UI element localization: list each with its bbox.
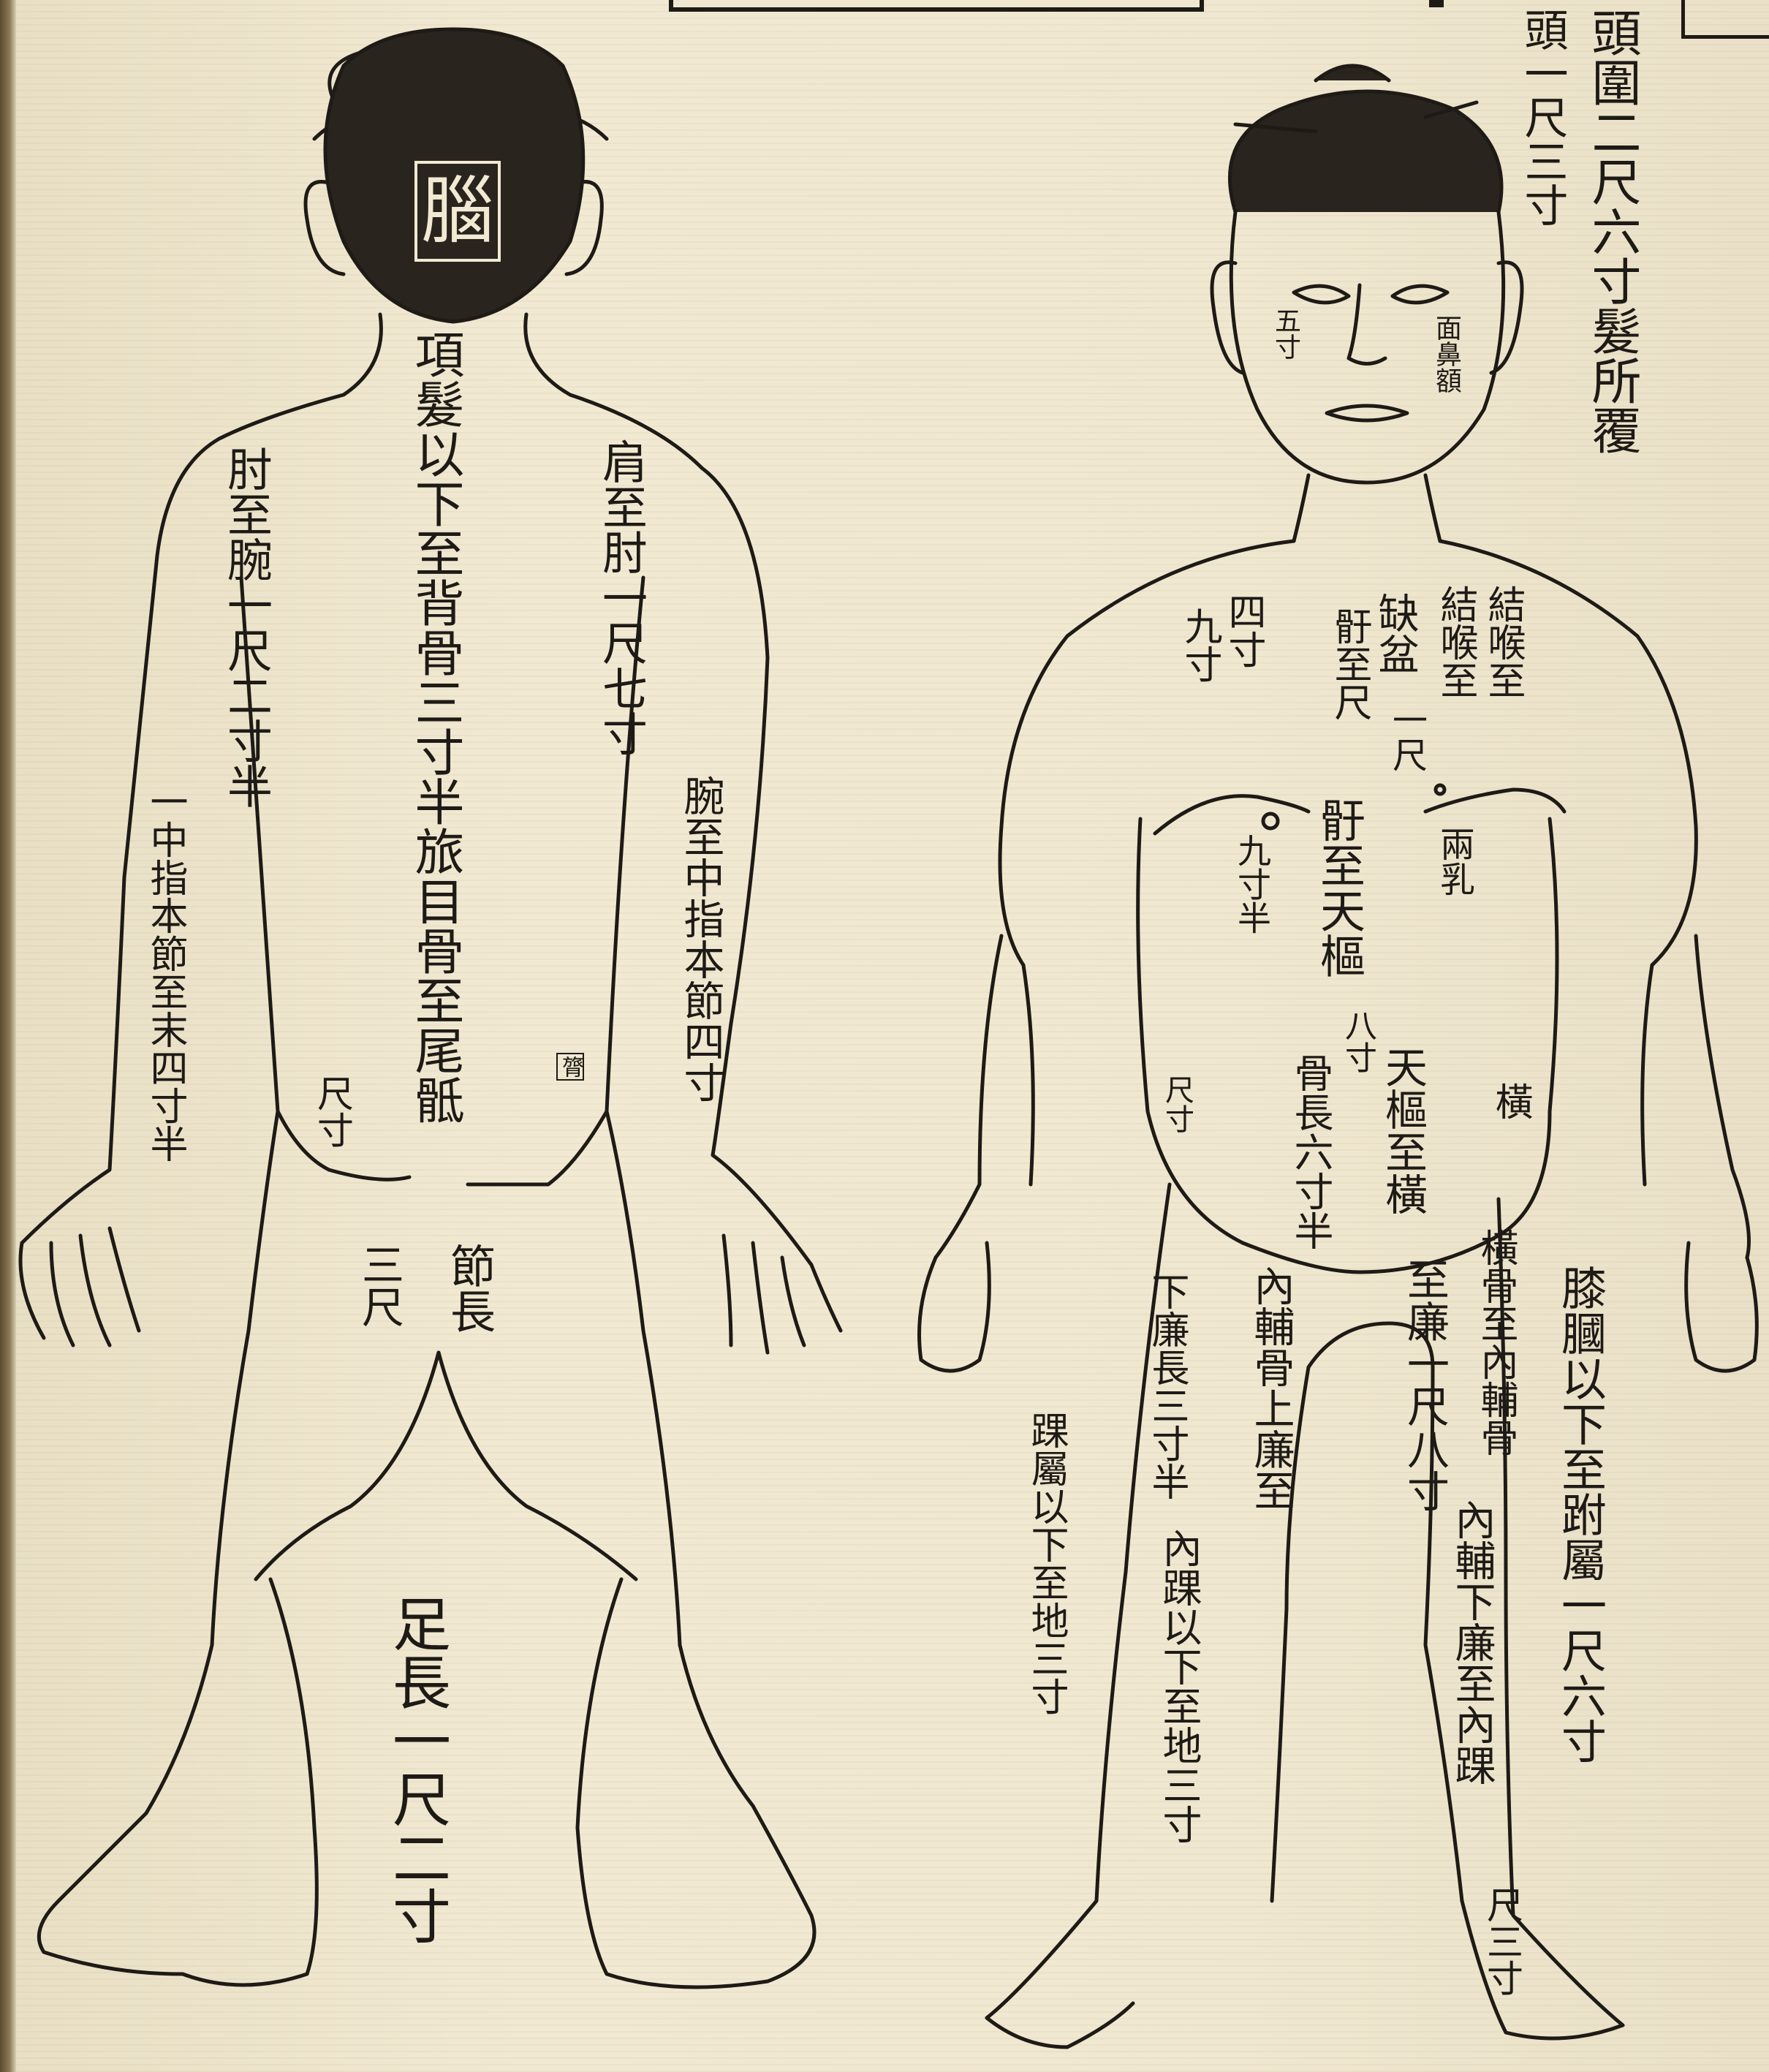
label-throat-1: 結喉至 [1484, 585, 1522, 699]
label-breast-width: 九寸半 [1235, 833, 1269, 934]
label-knee-to-ankle: 內輔下廉至內踝 [1451, 1499, 1492, 1785]
label-foot-left: 踝屬以下至地三寸 [1027, 1411, 1065, 1715]
label-shoulder-to-elbow: 肩至肘一尺七寸 [598, 439, 643, 756]
label-throat-2: 結喉至 [1436, 585, 1474, 699]
label-ankle-left: 內踝以下至地三寸 [1159, 1528, 1198, 1844]
back-side-seal: 膂 [556, 1053, 584, 1081]
label-pubic-to-knee: 橫骨至內輔骨 [1477, 1228, 1515, 1456]
label-back-side-text: 尺寸 [314, 1075, 351, 1148]
label-wrist-to-middle-finger: 腕至中指本節四寸 [680, 775, 721, 1103]
label-knee-to-ankle-length: 尺三寸 [1484, 1886, 1520, 1996]
label-spine-tail: 節長 [446, 1243, 491, 1334]
label-sternum: 骬至天樞 [1316, 797, 1361, 978]
label-lower-leg-left: 下廉長三寸半 [1148, 1272, 1186, 1500]
label-head-top-1: 頭圍二尺六寸髮所覆 [1586, 7, 1636, 455]
label-clavicle-2: 骬至尺 [1330, 607, 1368, 721]
hair-mark-box: 腦 [414, 161, 501, 262]
label-clavicle-1: 缺盆 [1374, 592, 1415, 674]
label-pubic: 骨長六寸半 [1290, 1053, 1330, 1250]
label-spine: 項髮以下至背骨三寸半旅目骨至尾骶 [409, 329, 459, 1279]
label-thigh-top: 至廉一尺八寸 [1404, 1258, 1446, 1512]
label-spine-tail-length: 三尺 [358, 1243, 401, 1328]
label-chest-a: 四寸 [1224, 592, 1262, 668]
label-waist-left: 尺寸 [1162, 1075, 1192, 1133]
label-sternum-length: 八寸 [1341, 1009, 1374, 1073]
label-navel: 天樞至橫 [1382, 1046, 1424, 1215]
label-side-box: 橫 [1491, 1082, 1529, 1120]
label-back-side-box: 膂 [552, 1053, 588, 1081]
label-knee-popliteal: 膝膕以下至跗屬一尺六寸 [1557, 1265, 1602, 1763]
label-face-right: 面鼻額 [1433, 314, 1459, 393]
label-head-top-2: 頭一尺三寸 [1520, 7, 1564, 227]
label-breast: 兩乳 [1436, 826, 1471, 896]
dot-mark [1436, 785, 1444, 794]
label-face-left: 五寸 [1272, 307, 1298, 360]
label-chest-c: 一尺 [1389, 702, 1424, 772]
navel-mark [1263, 814, 1278, 828]
label-elbow-to-wrist: 肘至腕一尺二寸半 [223, 446, 268, 809]
label-foot-length: 足長一尺二寸 [387, 1594, 446, 1945]
label-wrist-to-finger: 一中指本節至末四寸半 [146, 782, 184, 1162]
label-chest-b: 九寸 [1181, 607, 1219, 683]
label-thigh-inner: 內輔骨上廉至 [1250, 1265, 1291, 1510]
